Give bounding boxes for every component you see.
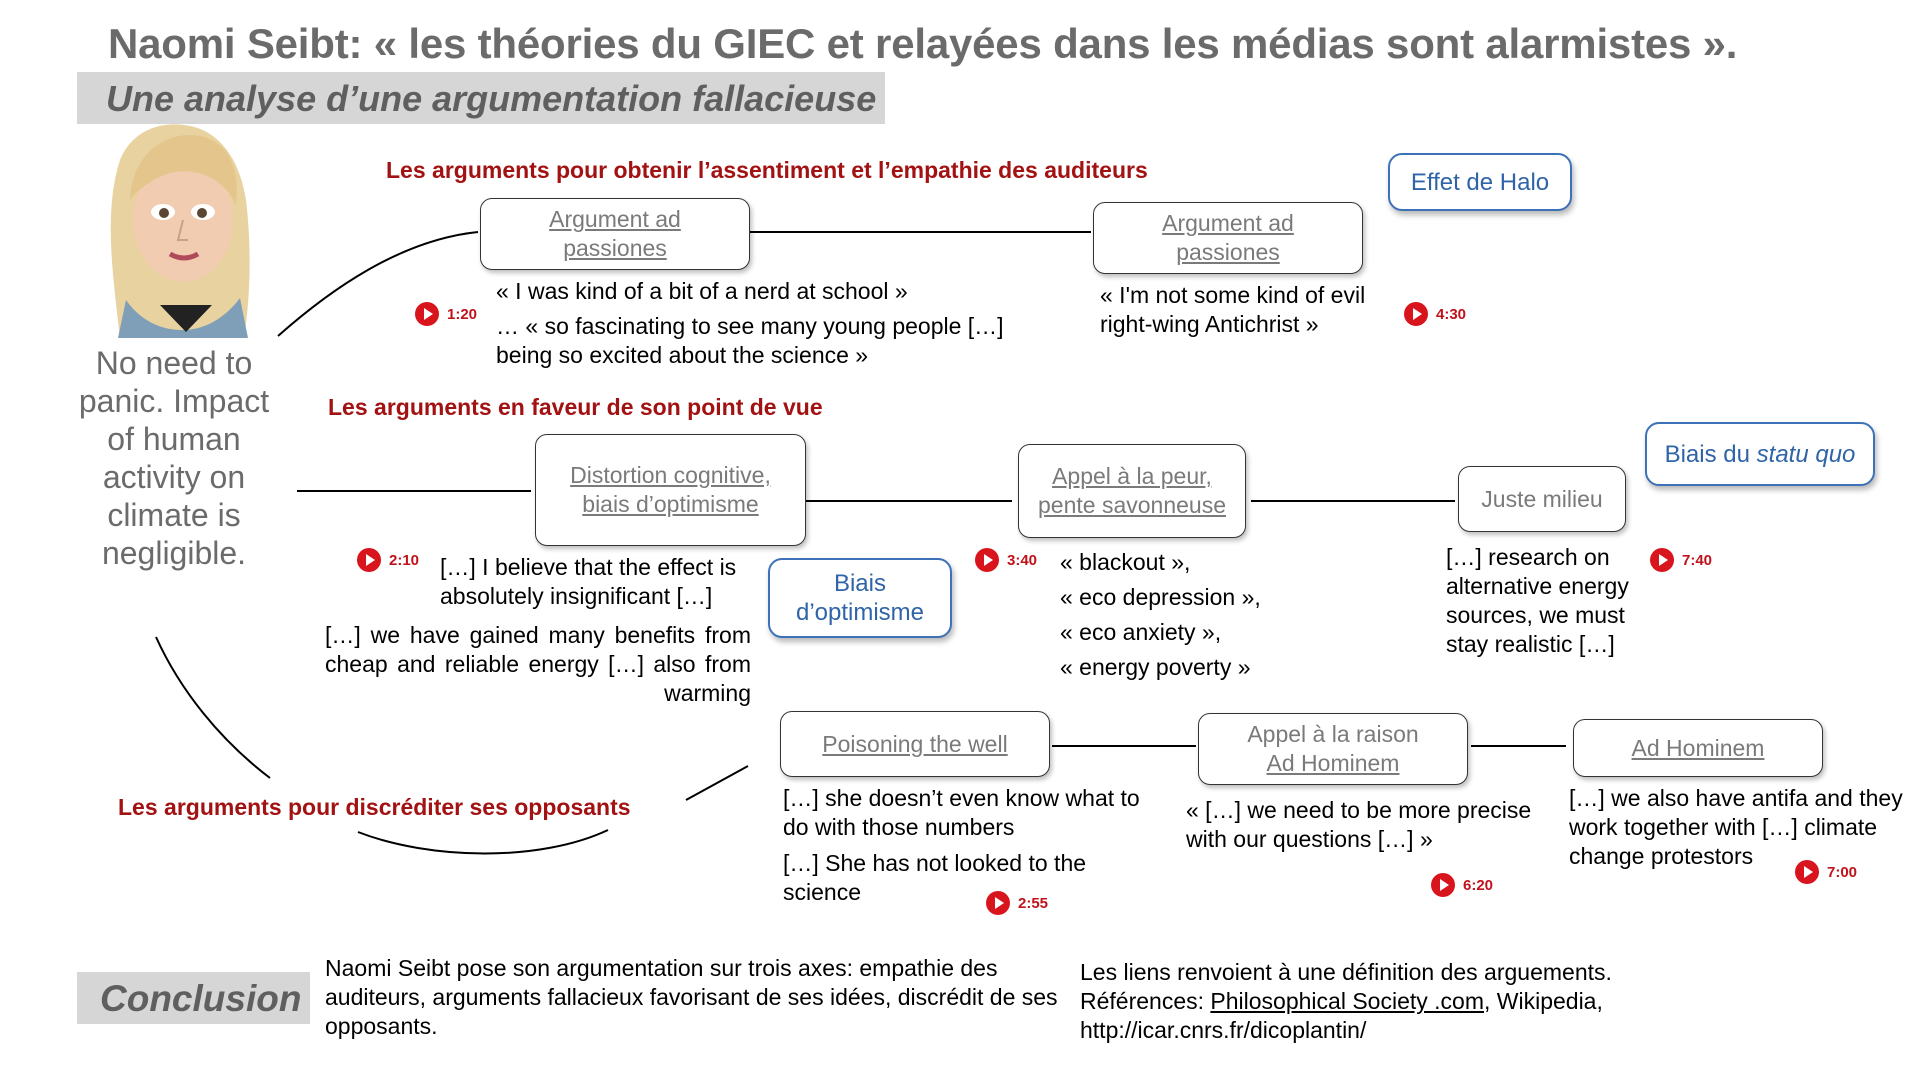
quote-not-looked: […] She has not looked to the science (783, 850, 1087, 905)
references-note: Les liens renvoient à une définition des… (1080, 958, 1720, 1045)
ad-passiones-link-1b[interactable]: passiones (563, 235, 667, 261)
thesis-text: No need to panic. Impact of human activi… (78, 345, 270, 571)
timestamp-label: 6:20 (1463, 876, 1494, 894)
optimism-line1: Biais (833, 570, 886, 597)
distortion-link-b[interactable]: biais d’optimisme (582, 491, 759, 517)
statu-quo-bias-box: Biais du statu quo (1645, 422, 1875, 486)
timestamp-5[interactable]: 7:40 (1650, 548, 1712, 572)
distortion-box[interactable]: Distortion cognitive, biais d’optimisme (535, 434, 806, 546)
timestamp-1[interactable]: 1:20 (415, 302, 477, 326)
conclusion-label: Conclusion (100, 978, 302, 1019)
timestamp-3[interactable]: 2:10 (357, 548, 419, 572)
fear-word-4: « energy poverty » (1060, 654, 1251, 680)
optimism-line2: d’optimisme (795, 599, 925, 626)
ad-passiones-link-2b[interactable]: passiones (1176, 239, 1280, 265)
conclusion-bar (77, 972, 310, 1024)
fear-word-2: « eco depression », (1060, 584, 1261, 610)
references-rest: , Wikipedia, http://icar.cnrs.fr/dicopla… (1080, 988, 1603, 1043)
timestamp-label: 3:40 (1007, 551, 1038, 569)
quote-realistic: […] research on alternative energy sourc… (1446, 544, 1629, 657)
timestamp-label: 2:10 (389, 551, 420, 569)
fear-appeal-link[interactable]: Appel à la peur, (1052, 463, 1212, 489)
quote-nerd: « I was kind of a bit of a nerd at schoo… (496, 277, 1056, 370)
play-icon (1795, 860, 1819, 884)
fear-appeal-link-b[interactable]: pente savonneuse (1038, 492, 1226, 518)
timestamp-6[interactable]: 2:55 (986, 891, 1048, 915)
reason-appeal-box[interactable]: Appel à la raison Ad Hominem (1198, 713, 1468, 785)
fear-appeal-box[interactable]: Appel à la peur, pente savonneuse (1018, 444, 1246, 538)
section-favor-heading: Les arguments en faveur de son point de … (328, 394, 823, 420)
quote-fear-words: « blackout », « eco depression », « eco … (1060, 548, 1300, 682)
statu-quo-italic: statu quo (1756, 440, 1856, 468)
subtitle-bar (77, 72, 885, 124)
timestamp-7[interactable]: 6:20 (1431, 873, 1493, 897)
timestamp-label: 2:55 (1018, 894, 1049, 912)
quote-precise: « […] we need to be more precise with ou… (1186, 797, 1532, 852)
fear-word-3: « eco anxiety », (1060, 619, 1222, 645)
play-icon (357, 548, 381, 572)
timestamp-label: 4:30 (1436, 305, 1467, 323)
play-icon (415, 302, 439, 326)
statu-quo-prefix: Biais du (1664, 440, 1750, 468)
quote-young-people: … « so fascinating to see many young peo… (496, 313, 1004, 368)
ad-passiones-link-2[interactable]: Argument ad (1162, 210, 1294, 236)
halo-effect-box: Effet de Halo (1388, 153, 1572, 211)
conclusion-text: Naomi Seibt pose son argumentation sur t… (325, 955, 1058, 1039)
references-label: Références: (1080, 988, 1211, 1014)
play-icon (1404, 302, 1428, 326)
quote-antifa: […] we also have antifa and they work to… (1569, 785, 1903, 869)
quote-benefits: […] we have gained many benefits from ch… (325, 622, 751, 706)
references-line1: Les liens renvoient à une définition des… (1080, 959, 1612, 985)
quote-antichrist: « I'm not some kind of evil right-wing A… (1100, 282, 1366, 337)
philosophical-society-link[interactable]: Philosophical Society .com (1210, 988, 1484, 1014)
fear-word-1: « blackout », (1060, 549, 1191, 575)
ad-hominem-link[interactable]: Ad Hominem (1631, 734, 1765, 761)
portrait-caricature (110, 124, 250, 338)
timestamp-label: 7:00 (1827, 863, 1858, 881)
ad-passiones-link-1[interactable]: Argument ad (549, 206, 681, 232)
juste-milieu-box: Juste milieu (1458, 466, 1626, 532)
quote-nerd-line: « I was kind of a bit of a nerd at schoo… (496, 278, 908, 304)
timestamp-label: 7:40 (1682, 551, 1713, 569)
play-icon (1431, 873, 1455, 897)
page-subtitle: Une analyse d’une argumentation fallacie… (106, 78, 877, 119)
ad-passiones-box-1[interactable]: Argument ad passiones (480, 198, 750, 270)
ad-passiones-box-2[interactable]: Argument ad passiones (1093, 202, 1363, 274)
reason-ad-hominem-link[interactable]: Ad Hominem (1266, 750, 1400, 776)
play-icon (975, 548, 999, 572)
section-discredit-heading: Les arguments pour discréditer ses oppos… (118, 794, 631, 820)
timestamp-2[interactable]: 4:30 (1404, 302, 1466, 326)
quote-insignificant: […] I believe that the effect is absolut… (440, 554, 737, 609)
section-empathy-heading: Les arguments pour obtenir l’assentiment… (386, 157, 1148, 183)
play-icon (1650, 548, 1674, 572)
timestamp-4[interactable]: 3:40 (975, 548, 1037, 572)
poisoning-well-box[interactable]: Poisoning the well (780, 711, 1050, 777)
poisoning-well-link[interactable]: Poisoning the well (822, 730, 1008, 757)
timestamp-8[interactable]: 7:00 (1795, 860, 1857, 884)
page-title: Naomi Seibt: « les théories du GIEC et r… (108, 20, 1738, 67)
reason-appeal-line1: Appel à la raison (1247, 721, 1419, 747)
timestamp-label: 1:20 (447, 305, 478, 323)
quote-numbers: […] she doesn’t even know what to do wit… (783, 785, 1140, 840)
ad-hominem-box[interactable]: Ad Hominem (1573, 719, 1823, 777)
play-icon (986, 891, 1010, 915)
distortion-link[interactable]: Distortion cognitive, (570, 462, 771, 488)
